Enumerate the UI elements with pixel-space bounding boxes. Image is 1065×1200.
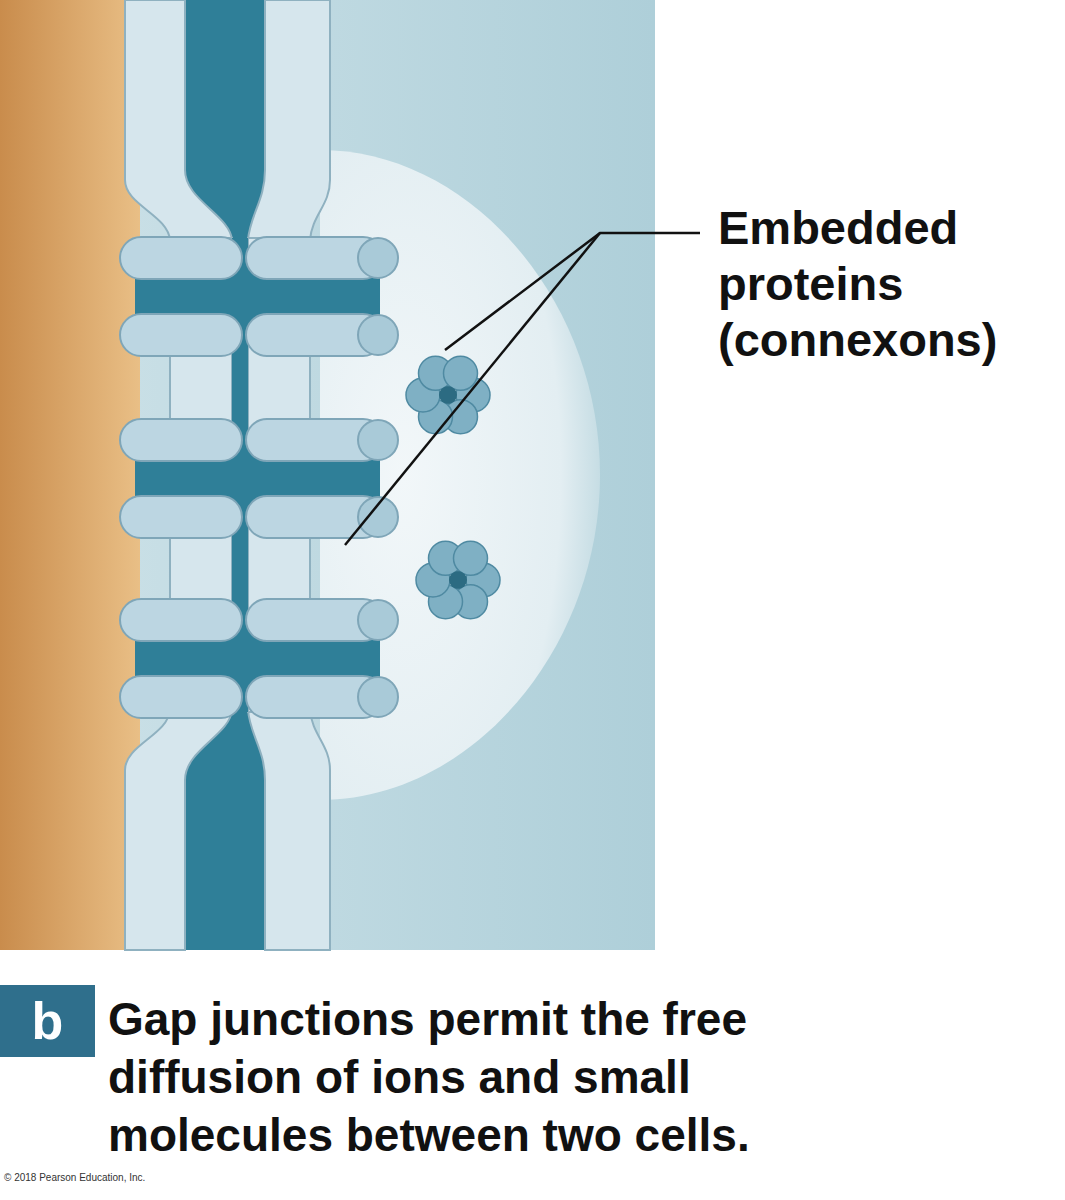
connexon-end	[358, 600, 398, 640]
connexon-end	[358, 677, 398, 717]
pore	[439, 386, 457, 404]
connexon-end	[358, 315, 398, 355]
connexon	[120, 237, 242, 279]
connexon-end	[358, 420, 398, 460]
connexin-subunit	[444, 356, 478, 390]
caption: Gap junctions permit the free diffusion …	[108, 990, 908, 1164]
callout-label: Embedded proteins (connexons)	[718, 200, 1063, 368]
badge-letter: b	[32, 991, 64, 1051]
membranes-bottom	[125, 710, 330, 950]
connexon-end	[358, 238, 398, 278]
connexon	[120, 599, 242, 641]
connexon-top-views	[406, 356, 500, 618]
membranes-top	[125, 0, 330, 240]
connexon	[120, 314, 242, 356]
leader-lines	[345, 233, 700, 545]
pore	[449, 571, 467, 589]
cytoplasm-left	[0, 0, 140, 950]
connexon-pairs	[120, 237, 398, 718]
connexon	[120, 676, 242, 718]
connexon	[120, 496, 242, 538]
connexin-subunit	[454, 541, 488, 575]
panel-badge: b	[0, 985, 95, 1057]
copyright-note: © 2018 Pearson Education, Inc.	[4, 1172, 145, 1183]
connexon	[120, 419, 242, 461]
cytoplasm-right	[0, 0, 655, 950]
